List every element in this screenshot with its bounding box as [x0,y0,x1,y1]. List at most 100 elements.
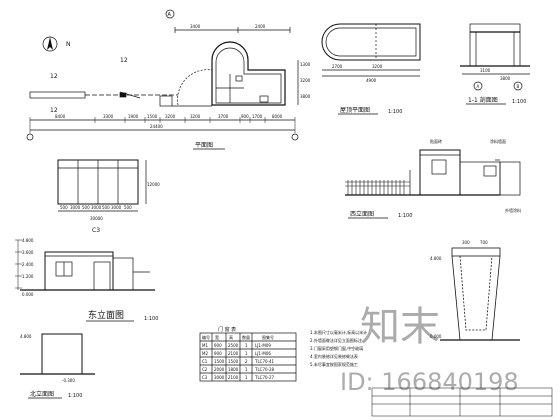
svg-text:A: A [168,12,172,18]
west-note-1: 贴面砖 [430,138,442,144]
table-cell: C2 [202,367,208,372]
table-cell: TLC70-41 [254,359,275,364]
c3-dim-5: 500 [102,205,110,210]
north-elevation: 4.800 -0.300 北立面图 1:100 [20,333,95,399]
grid-label-b: 12 [50,107,58,114]
c3-dim-7: 500 [124,205,132,210]
table-header-1: 编号 [202,334,210,340]
plan-dim-6: 3200 [190,114,201,119]
plan-dim-9: 1700 [252,114,263,119]
table-caption: 门 窗 表 [218,326,236,333]
table-cell: 1500 [214,359,225,364]
table-cell: M1 [202,343,208,348]
roof-dim-3: 4900 [366,78,377,83]
roof-plan: 2700 3200 4900 屋顶平面图 1:100 [321,23,421,115]
plan-dim-5: 3200 [165,114,176,119]
west-title: 西立面图 [350,210,374,218]
c3-dim-1: 500 [60,205,68,210]
roof-dim-2: 3200 [372,64,383,69]
table-cell: 1 [245,375,248,380]
table-cell: TLC70-28 [254,367,275,372]
c3-dim-6: 3000 [111,205,122,210]
watermark: 知末 ID: 166840198 [340,304,519,396]
north-level-2: -0.300 [62,378,75,383]
table-cell: 2500 [228,343,239,348]
section-title: 1-1 剖面图 [468,96,498,104]
plan-dim-4: 1500 [147,114,158,119]
plan-dim-top-2: 2400 [255,24,266,29]
table-cell: C3 [202,375,208,380]
table-cell: 900 [214,351,222,356]
east-title: 东立面图 [88,309,124,321]
detail-level-1: 4.800 [430,256,442,261]
door-window-table-text: 编号 宽 高 数量 图集号 M1 900 2500 1 LJ1-M09 M2 9… [202,334,275,380]
roof-title: 屋顶平面图 [340,107,370,114]
plan-right-dim-3: 3800 [300,94,311,99]
gate-pillar-detail: 300 700 4.800 0.000 [430,240,520,341]
table-header-2: 宽 [215,334,219,340]
watermark-logo: 知末 [360,304,440,350]
section-dim-2: 3800 [500,76,511,81]
note-line: 5.未尽事宜按国家规范施工 [310,361,358,367]
table-cell: TLC70-27 [254,375,275,380]
table-cell: 2100 [228,375,239,380]
west-note-3: 外墙涂料 [505,207,521,213]
plan-dim-1: 8400 [55,114,66,119]
table-cell: M2 [202,351,208,356]
table-cell: C1 [202,359,208,364]
title-block [371,387,553,417]
door-window-table: 门 窗 表 [199,326,297,382]
design-notes: 1.本图尺寸以毫米计,标高以米计 2.外墙面做法详见立面图标注 3.门窗采用塑钢… [310,329,367,367]
table-cell: 1 [245,343,248,348]
section-dim-1: 3100 [480,68,491,73]
plan-dim-7: 3700 [218,114,229,119]
table-cell: 2 [245,359,248,364]
table-cell: 1500 [228,359,239,364]
plan-dim-total: 24400 [150,124,163,129]
plan-right-dim-2: 3200 [300,78,311,83]
note-line: 1.本图尺寸以毫米计,标高以米计 [310,329,367,335]
table-cell: 1800 [228,367,239,372]
west-scale: 1:100 [398,213,412,219]
table-header-5: 图集号 [262,334,274,340]
plan-right-dim-1: 1300 [300,62,311,67]
section-scale: 1:100 [512,99,526,105]
plan-dim-10: 8000 [272,114,283,119]
section-1-1: 3100 3800 A B 1-1 剖面图 1:100 [460,23,530,105]
north-title: 北立面图 [30,390,54,398]
plan-dim-8: 900 [241,114,249,119]
note-line: 4.室内装修详见装修做法表 [310,353,358,359]
table-cell: 1 [245,367,248,372]
table-header-4: 数量 [242,334,250,340]
detail-level-2: 0.000 [430,334,442,339]
c3-dim-3: 500 [82,205,90,210]
c3-title: C3 [92,227,100,234]
north-arrow-label: N [66,41,71,48]
plan-dim-top-1: 3400 [190,24,201,29]
note-line: 2.外墙面做法详见立面图标注 [310,337,362,343]
c3-dim-total: 30000 [90,216,103,221]
table-cell: 3000 [214,375,225,380]
east-scale: 1:100 [144,316,158,322]
table-cell: 1 [245,351,248,356]
roof-dim-1: 2700 [332,64,343,69]
section-label-b: B [517,84,520,89]
table-cell: LJ1-M06 [255,351,271,356]
east-elevation: 4.800 3.600 2.400 1.200 0.000 东立面图 1:100 [15,238,158,322]
north-level-1: 4.800 [20,334,32,339]
east-level-1: 4.800 [22,238,34,243]
north-scale: 1:100 [68,393,82,399]
section-label-a: A [477,84,480,89]
c3-dim-2: 3000 [70,205,81,210]
table-cell: 900 [214,343,222,348]
plan-dim-2: 3300 [103,114,114,119]
west-note-2: 涂料墙面 [490,138,506,144]
east-level-5: 0.000 [22,292,34,297]
c3-dim-4: 3000 [91,205,102,210]
table-cell: LJ1-M09 [255,343,271,348]
note-line: 3.门窗采用塑钢门窗,中空玻璃 [310,345,363,351]
floor-plan: N A 3400 2400 12 12 12 [26,9,311,150]
grid-label-a: 12 [50,73,58,80]
table-cell: 2100 [228,351,239,356]
detail-dim-1: 300 [462,240,470,245]
